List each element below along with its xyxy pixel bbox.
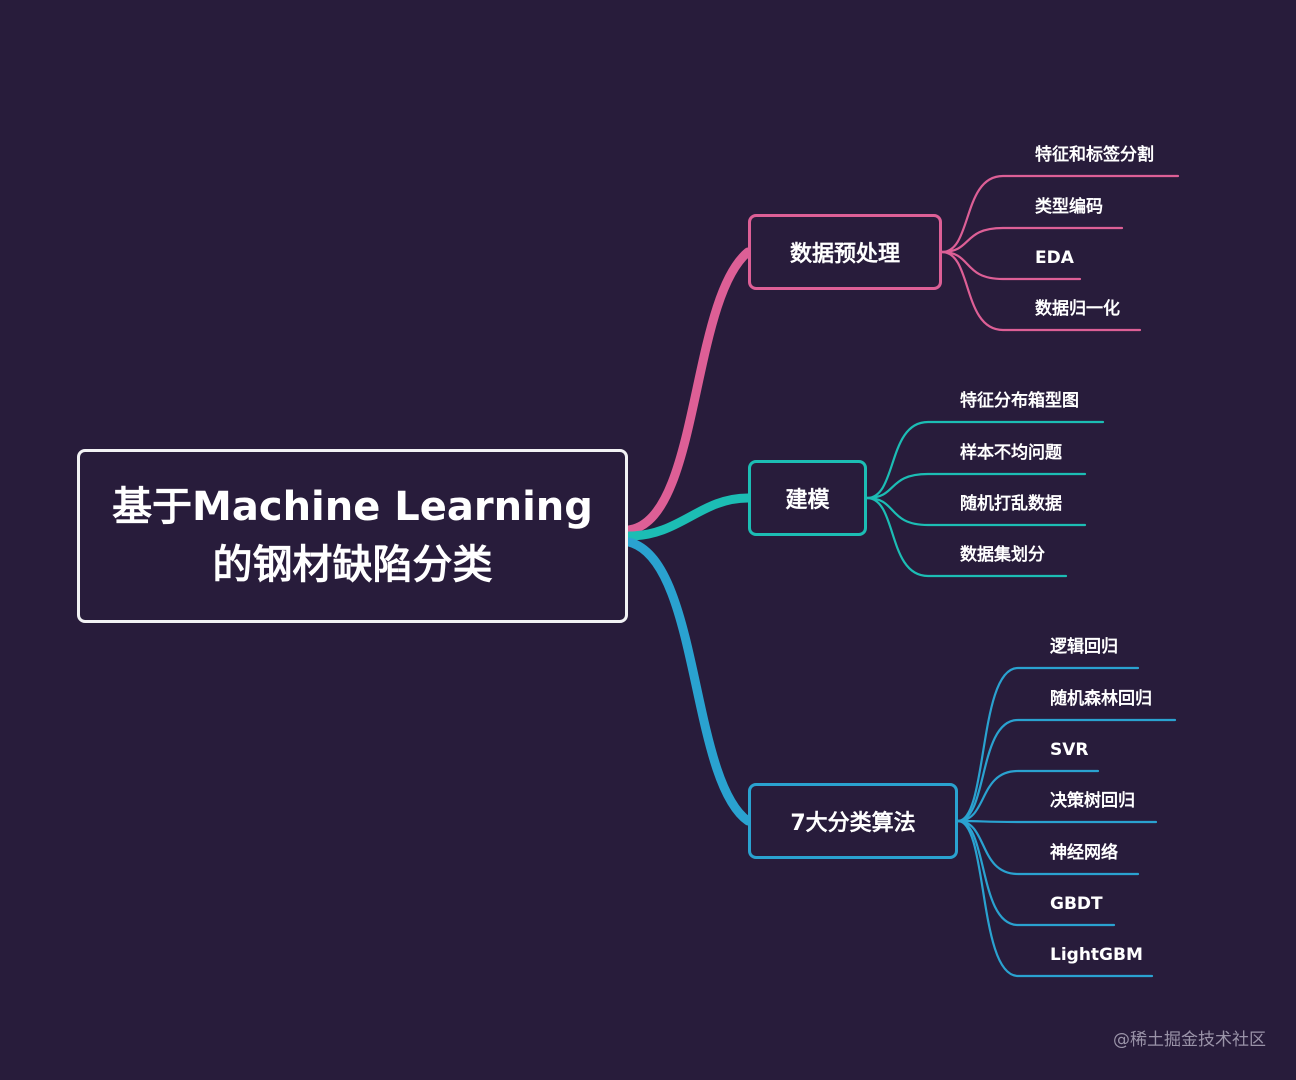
- branch-label: 建模: [785, 488, 830, 513]
- leaf-topic[interactable]: 数据归一化: [1035, 299, 1120, 319]
- leaf-topic[interactable]: 特征和标签分割: [1035, 145, 1154, 165]
- root-title-line-2: 的钢材缺陷分类: [212, 542, 493, 588]
- leaf-topic[interactable]: 逻辑回归: [1050, 637, 1118, 657]
- root-to-branch-connector: [624, 247, 753, 535]
- branch-data-preprocessing[interactable]: 数据预处理: [748, 214, 942, 290]
- leaf-topic[interactable]: 特征分布箱型图: [960, 391, 1079, 411]
- branch-to-leaf-connector: [940, 250, 1082, 281]
- leaf-topic[interactable]: SVR: [1050, 740, 1089, 760]
- branch-to-leaf-connector: [940, 174, 1180, 254]
- branch-to-leaf-connector: [956, 819, 1158, 824]
- branch-to-leaf-connector: [956, 769, 1100, 823]
- root-topic[interactable]: 基于Machine Learning 的钢材缺陷分类: [77, 449, 628, 623]
- leaf-topic[interactable]: 类型编码: [1035, 197, 1103, 217]
- branch-to-leaf-connector: [956, 819, 1116, 927]
- branch-label: 数据预处理: [789, 242, 900, 267]
- leaf-topic[interactable]: LightGBM: [1050, 945, 1143, 965]
- leaf-topic[interactable]: GBDT: [1050, 894, 1103, 914]
- branch-to-leaf-connector: [956, 666, 1140, 823]
- branch-to-leaf-connector: [940, 226, 1124, 254]
- leaf-topic[interactable]: 随机打乱数据: [960, 494, 1062, 514]
- branch-label: 7大分类算法: [790, 811, 916, 836]
- branch-to-leaf-connector: [956, 718, 1177, 823]
- root-to-branch-connector: [624, 537, 753, 826]
- branch-to-leaf-connector: [865, 472, 1087, 500]
- leaf-topic[interactable]: 随机森林回归: [1050, 689, 1152, 709]
- watermark: @稀土掘金技术社区: [1113, 1030, 1266, 1050]
- leaf-topic[interactable]: 神经网络: [1050, 843, 1118, 863]
- branch-to-leaf-connector: [956, 819, 1154, 978]
- branch-to-leaf-connector: [865, 420, 1105, 500]
- branch-to-leaf-connector: [940, 250, 1142, 332]
- branch-classification-algorithms[interactable]: 7大分类算法: [748, 783, 958, 859]
- root-to-branch-connector: [624, 493, 753, 541]
- leaf-topic[interactable]: 数据集划分: [960, 545, 1045, 565]
- leaf-topic[interactable]: 决策树回归: [1050, 791, 1135, 811]
- branch-modeling[interactable]: 建模: [748, 460, 867, 536]
- leaf-topic[interactable]: EDA: [1035, 248, 1074, 268]
- branch-to-leaf-connector: [956, 819, 1140, 876]
- leaf-topic[interactable]: 样本不均问题: [960, 443, 1062, 463]
- branch-to-leaf-connector: [865, 496, 1087, 527]
- branch-to-leaf-connector: [865, 496, 1068, 578]
- root-title-line-1: 基于Machine Learning: [112, 484, 593, 530]
